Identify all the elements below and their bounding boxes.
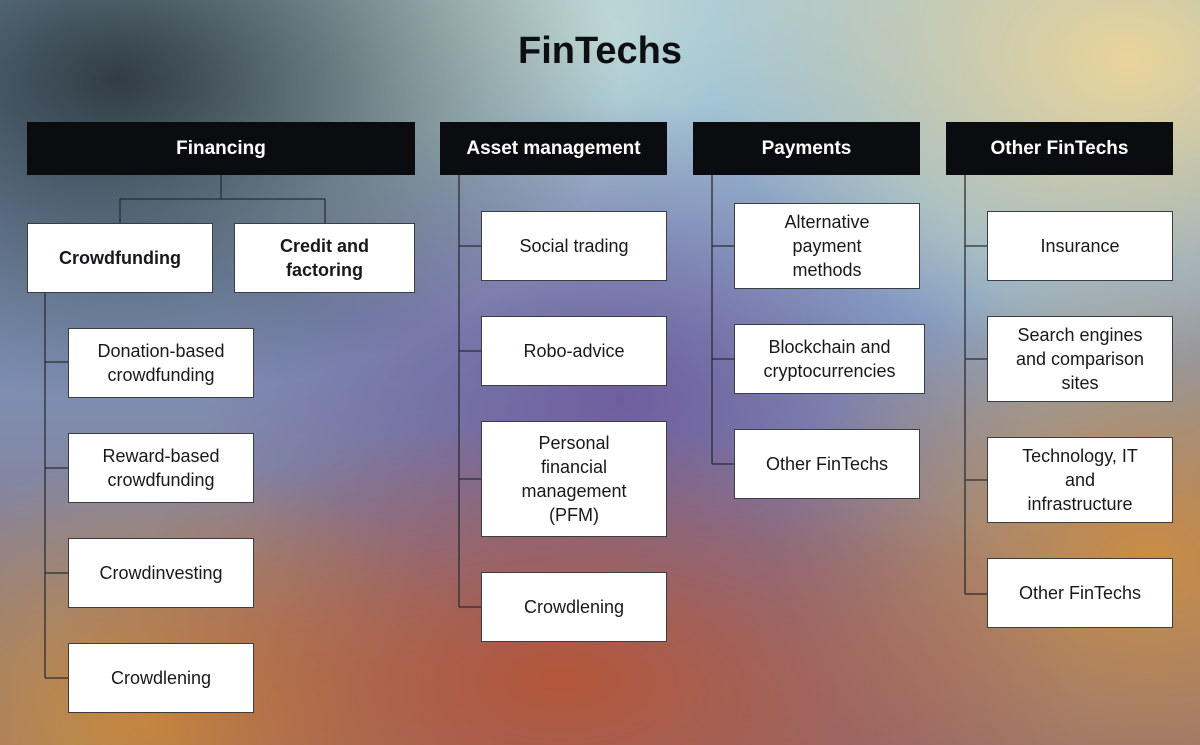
header-other-fintechs: Other FinTechs (946, 122, 1173, 175)
node-blockchain-and-cryptocurrencies: Blockchain and cryptocurrencies (734, 324, 925, 394)
node-alternative-payment-methods: Alternative payment methods (734, 203, 920, 289)
node-social-trading: Social trading (481, 211, 667, 281)
node-reward-based-crowdfunding: Reward-based crowdfunding (68, 433, 254, 503)
diagram-title: FinTechs (518, 30, 682, 72)
node-donation-based-crowdfunding: Donation-based crowdfunding (68, 328, 254, 398)
node-crowdlening-asset: Crowdlening (481, 572, 667, 642)
node-technology-it-and-infrastructure: Technology, IT and infrastructure (987, 437, 1173, 523)
node-credit-and-factoring: Credit and factoring (234, 223, 415, 293)
node-personal-financial-management: Personal financial management (PFM) (481, 421, 667, 537)
header-financing: Financing (27, 122, 415, 175)
node-robo-advice: Robo-advice (481, 316, 667, 386)
node-search-engines-and-comparison-sites: Search engines and comparison sites (987, 316, 1173, 402)
header-asset-management: Asset management (440, 122, 667, 175)
node-other-fintechs-payments: Other FinTechs (734, 429, 920, 499)
node-insurance: Insurance (987, 211, 1173, 281)
node-crowdlening-financing: Crowdlening (68, 643, 254, 713)
node-crowdinvesting: Crowdinvesting (68, 538, 254, 608)
header-payments: Payments (693, 122, 920, 175)
node-crowdfunding: Crowdfunding (27, 223, 213, 293)
node-other-fintechs-other: Other FinTechs (987, 558, 1173, 628)
